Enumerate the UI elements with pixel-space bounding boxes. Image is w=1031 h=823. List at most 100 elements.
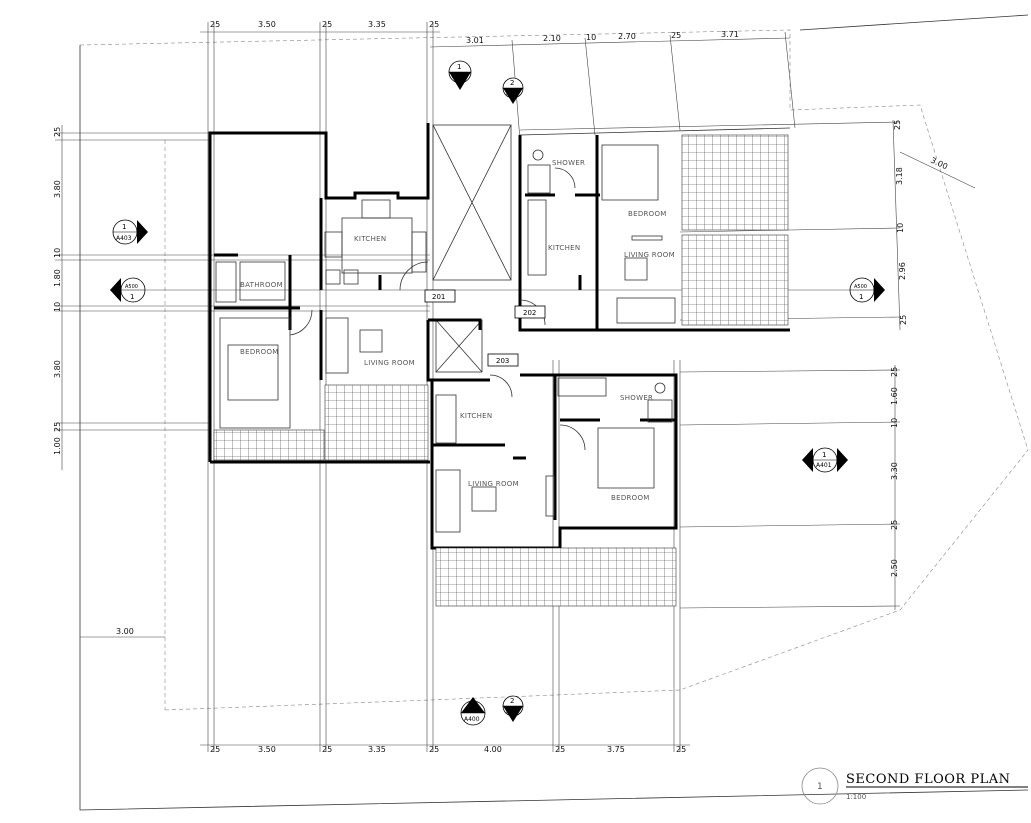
bottom-dimension-row: 25 3.50 25 3.35 25 4.00 25 3.75 25 <box>200 744 690 754</box>
dim-text: 3.01 <box>466 36 484 45</box>
right-dimension-column-2: 25 1.60 10 3.30 25 2.50 <box>890 365 899 610</box>
dim-text: 3.35 <box>368 20 386 29</box>
room-label: LIVING ROOM <box>364 359 415 367</box>
marker-number: 1 <box>122 223 126 231</box>
dim-text: 25 <box>890 520 899 530</box>
marker-sheet: A401 <box>816 462 832 469</box>
section-marker-a401: 1 A401 <box>802 447 848 473</box>
section-marker-a400: 1 A400 <box>460 697 486 726</box>
dim-text: 25 <box>429 745 439 754</box>
marker-sheet: A400 <box>464 716 480 723</box>
dim-text: 25 <box>322 745 332 754</box>
dim-text: 1.80 <box>53 269 62 287</box>
marker-number: 1 <box>457 63 461 71</box>
unit-tag-202: 202 <box>523 309 536 317</box>
dim-text: 25 <box>53 127 62 137</box>
top-dimension-row-1: 25 3.50 25 3.35 25 <box>200 20 440 33</box>
marker-sheet: A500 <box>854 284 867 290</box>
dim-text: 2.50 <box>890 559 899 577</box>
room-label: SHOWER <box>620 394 653 402</box>
dim-text: 1.00 <box>53 437 62 455</box>
dim-text: 3.71 <box>721 30 739 39</box>
room-label: SHOWER <box>552 159 585 167</box>
marker-sheet: A403 <box>116 235 132 242</box>
marker-sheet: A402 <box>452 73 468 80</box>
room-label: BATHROOM <box>240 281 283 289</box>
room-label: LIVING ROOM <box>468 480 519 488</box>
dim-text: 3.30 <box>890 462 899 480</box>
dim-text: 25 <box>671 31 681 40</box>
drawing-title: SECOND FLOOR PLAN <box>846 772 1010 787</box>
dim-text: 3.80 <box>53 180 62 198</box>
room-label: KITCHEN <box>548 244 580 252</box>
dim-text: 3.18 <box>895 167 904 185</box>
dim-text: 25 <box>890 367 899 377</box>
marker-sheet: A501 <box>506 709 519 715</box>
marker-sheet: A501 <box>506 91 519 97</box>
drawing-scale: 1:100 <box>846 793 866 801</box>
section-marker-a501-top: 2 A501 <box>502 77 524 104</box>
unit-203: KITCHEN SHOWER LIVING ROOM BEDROOM <box>430 373 678 607</box>
dim-text: 3.50 <box>258 20 276 29</box>
left-dimension-column: 25 3.80 10 1.80 10 3.80 1.00 25 <box>53 125 63 470</box>
dim-text: 25 <box>210 20 220 29</box>
dim-text: 2.70 <box>618 32 636 41</box>
dim-text: 3.75 <box>607 745 625 754</box>
marker-number: 1 <box>470 705 474 713</box>
dim-text: 25 <box>893 120 902 130</box>
marker-number: 1 <box>130 293 134 301</box>
section-marker-a402: 1 A402 <box>448 60 472 90</box>
room-label: KITCHEN <box>354 235 386 243</box>
diagonal-dimension: 3.00 <box>899 151 976 189</box>
dim-text: 10 <box>53 302 62 312</box>
dim-text: 3.00 <box>929 156 949 172</box>
marker-number: 2 <box>510 79 514 87</box>
unit-tag-201: 201 <box>432 293 445 301</box>
dim-text: 25 <box>210 745 220 754</box>
dim-text: 25 <box>676 745 686 754</box>
dim-text: 2.96 <box>898 262 907 280</box>
dim-text: 3.00 <box>116 627 134 636</box>
dim-text: 10 <box>586 33 596 42</box>
sheet-number: 1 <box>817 782 823 792</box>
left-bottom-dimension: 3.00 <box>80 627 165 638</box>
dim-text: 2.10 <box>543 34 561 43</box>
room-label: BEDROOM <box>628 210 667 218</box>
dim-text: 3.50 <box>258 745 276 754</box>
section-marker-a403: 1 A403 <box>112 219 148 245</box>
marker-number: 1 <box>859 293 863 301</box>
marker-number: 1 <box>822 451 826 459</box>
dim-text: 10 <box>53 248 62 258</box>
room-label: BEDROOM <box>611 494 650 502</box>
room-label: LIVING ROOM <box>624 251 675 259</box>
title-block: 1 SECOND FLOOR PLAN 1:100 <box>801 767 1028 805</box>
dim-text: 25 <box>53 422 62 432</box>
right-dimension-column-1: 25 3.18 10 2.96 25 <box>892 120 908 331</box>
dim-text: 10 <box>890 418 899 428</box>
dim-text: 4.00 <box>484 745 502 754</box>
dim-text: 25 <box>429 20 439 29</box>
section-marker-a500-left: A500 1 <box>110 277 146 303</box>
grid-lines <box>55 22 901 752</box>
unit-201: KITCHEN BATHROOM BEDROOM LIVING ROOM 201 <box>208 123 456 464</box>
dim-text: 3.35 <box>368 745 386 754</box>
top-dimension-row-2: 3.01 2.10 10 2.70 25 3.71 <box>429 30 791 48</box>
dim-text: 3.80 <box>53 360 62 378</box>
dim-text: 1.60 <box>890 387 899 405</box>
marker-number: 2 <box>510 697 514 705</box>
room-label: BEDROOM <box>240 348 279 356</box>
stair-core: 203 <box>426 124 519 382</box>
room-label: KITCHEN <box>460 412 492 420</box>
dim-text: 25 <box>899 315 908 325</box>
marker-sheet: A500 <box>125 284 138 290</box>
site-boundary <box>79 29 1029 711</box>
dim-text: 10 <box>896 223 905 233</box>
dim-text: 25 <box>322 20 332 29</box>
section-marker-a500-right: A500 1 <box>849 277 885 303</box>
unit-tag-203: 203 <box>496 357 509 365</box>
dim-text: 25 <box>555 745 565 754</box>
outer-boundary <box>79 14 1029 811</box>
unit-202: SHOWER KITCHEN BEDROOM LIVING ROOM 202 <box>514 127 791 332</box>
section-marker-a501-bottom: 2 A501 <box>502 695 524 722</box>
